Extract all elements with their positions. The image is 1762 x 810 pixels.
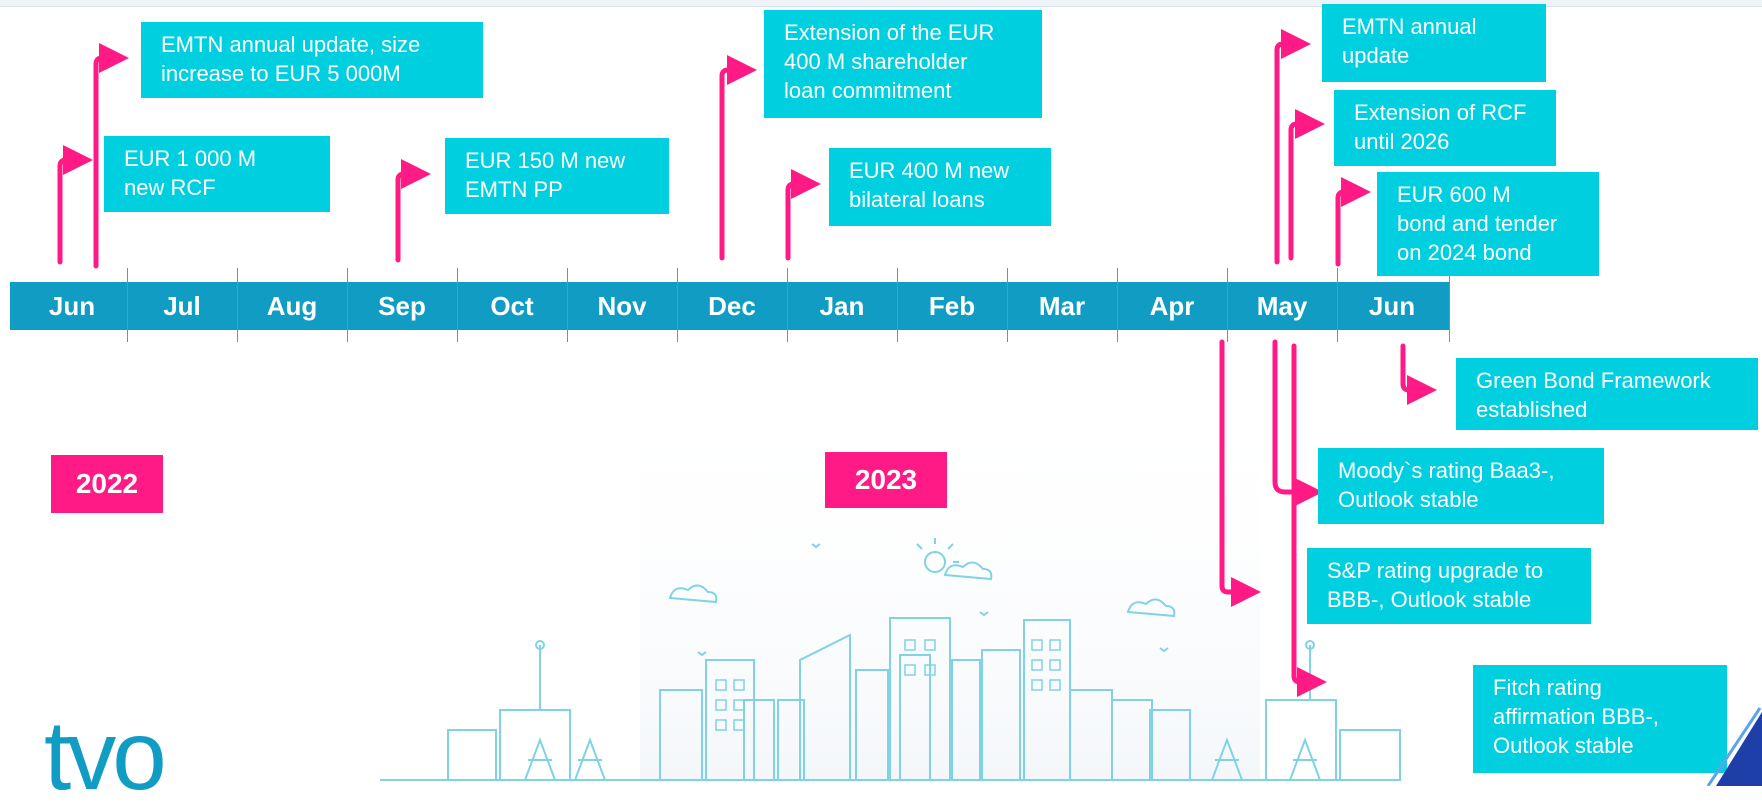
month-label: Apr bbox=[1149, 290, 1195, 321]
connector-sp bbox=[1219, 339, 1261, 607]
event-box-emtn-annual: EMTN annual update bbox=[1322, 4, 1546, 82]
month-divider bbox=[1007, 268, 1008, 342]
month-divider bbox=[457, 268, 458, 342]
connector-bilateral bbox=[785, 169, 821, 261]
event-box-fitch: Fitch rating affirmation BBB-, Outlook s… bbox=[1473, 665, 1727, 773]
month-divider bbox=[1337, 268, 1338, 342]
event-box-bilateral-loans: EUR 400 M new bilateral loans bbox=[829, 148, 1051, 226]
month-divider bbox=[127, 268, 128, 342]
event-box-emtn-pp: EUR 150 M new EMTN PP bbox=[445, 138, 669, 214]
month-label: Jul bbox=[163, 290, 201, 321]
month-label: Jun bbox=[1368, 290, 1416, 321]
month-divider bbox=[787, 268, 788, 342]
year-badge-2022: 2022 bbox=[51, 455, 163, 513]
month-label: Dec bbox=[708, 290, 756, 321]
connector-bond bbox=[1335, 177, 1371, 267]
event-connectors bbox=[57, 29, 1437, 697]
connector-rcf bbox=[57, 145, 93, 265]
event-box-shareholder-loan: Extension of the EUR 400 M shareholder l… bbox=[764, 10, 1042, 118]
event-box-rcf: EUR 1 000 M new RCF bbox=[104, 136, 330, 212]
month-label: Mar bbox=[1038, 290, 1086, 321]
connector-rcf-extension bbox=[1288, 109, 1325, 261]
month-divider bbox=[1449, 268, 1450, 342]
month-divider bbox=[567, 268, 568, 342]
event-box-rcf-extension: Extension of RCF until 2026 bbox=[1334, 90, 1556, 166]
month-divider bbox=[897, 268, 898, 342]
connector-fitch bbox=[1291, 343, 1327, 697]
event-box-sp: S&P rating upgrade to BBB-, Outlook stab… bbox=[1307, 548, 1591, 624]
month-label: Feb bbox=[928, 290, 976, 321]
month-label: Oct bbox=[490, 290, 534, 321]
month-divider bbox=[237, 268, 238, 342]
month-label: Nov bbox=[597, 290, 647, 321]
event-box-emtn-update: EMTN annual update, size increase to EUR… bbox=[141, 22, 483, 98]
month-label: Sep bbox=[378, 290, 426, 321]
corner-decoration bbox=[1706, 707, 1762, 786]
month-divider bbox=[1117, 268, 1118, 342]
month-divider bbox=[677, 268, 678, 342]
month-divider bbox=[347, 268, 348, 342]
month-label: Jan bbox=[819, 290, 865, 321]
month-label: Aug bbox=[266, 290, 318, 321]
month-divider bbox=[1227, 268, 1228, 342]
connector-moodys bbox=[1272, 339, 1323, 507]
timeline-bar bbox=[10, 282, 1450, 330]
connector-green-bond bbox=[1400, 343, 1437, 405]
connector-emtn-pp bbox=[395, 159, 431, 263]
connector-shareholder-loan bbox=[719, 55, 757, 261]
month-label: Jun bbox=[48, 290, 96, 321]
month-label: May bbox=[1256, 290, 1308, 321]
event-box-green-bond: Green Bond Framework established bbox=[1456, 358, 1758, 430]
event-box-moodys: Moody`s rating Baa3-, Outlook stable bbox=[1318, 448, 1604, 524]
event-box-bond-tender: EUR 600 M bond and tender on 2024 bond bbox=[1377, 172, 1599, 276]
year-badge-2023: 2023 bbox=[825, 452, 947, 508]
top-border bbox=[0, 0, 1762, 7]
connector-emtn-update bbox=[93, 43, 129, 269]
city-skyline-illustration bbox=[380, 380, 1401, 781]
connector-emtn-annual bbox=[1274, 29, 1311, 265]
